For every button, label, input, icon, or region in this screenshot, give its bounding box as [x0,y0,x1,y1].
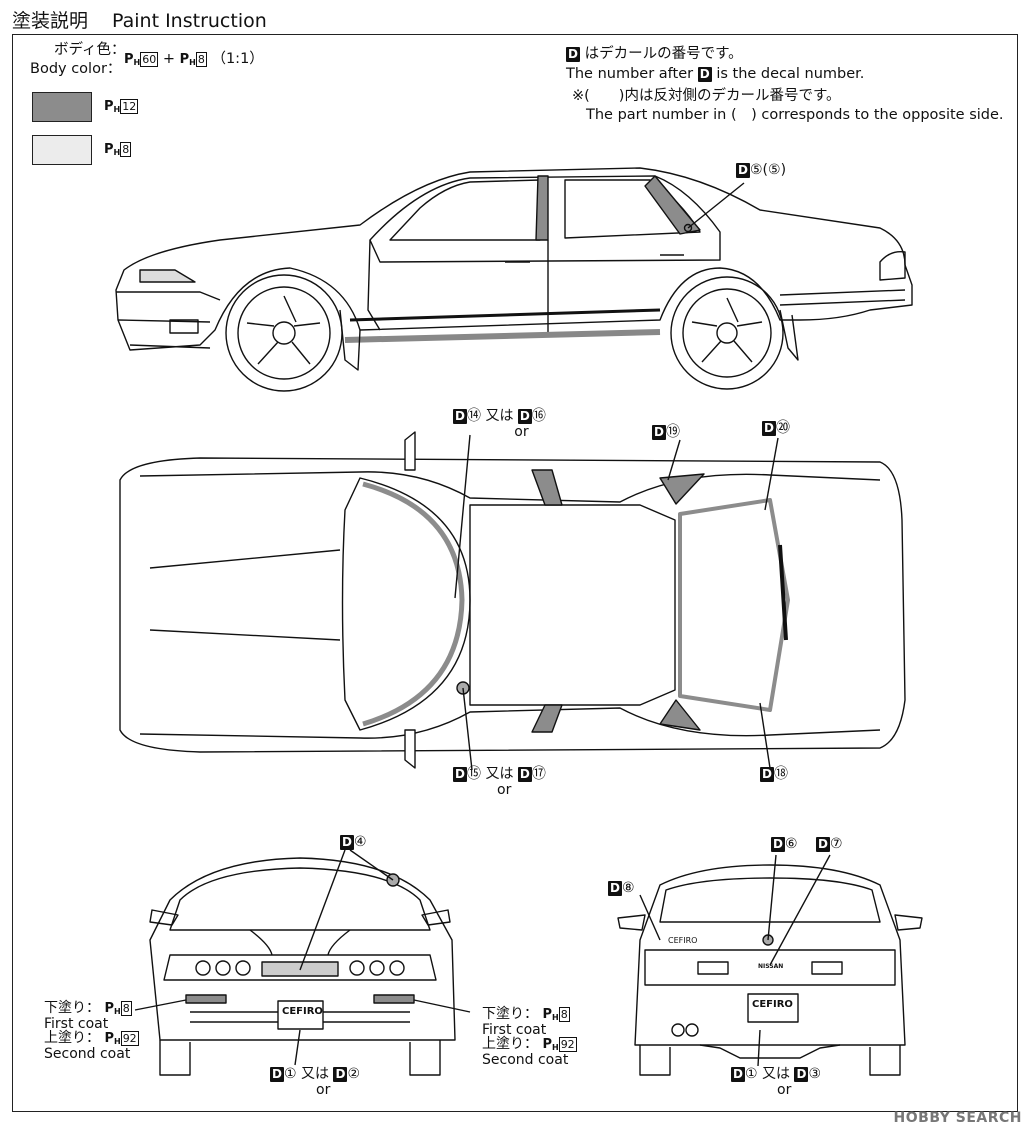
second-coat-right-en: Second coat [482,1052,569,1068]
note-line1-en: The number after D is the decal number. [566,66,865,82]
title-jp: 塗装説明 [12,10,89,32]
first-coat-left-en: First coat [44,1016,109,1032]
watermark: HOBBY SEARCH [893,1110,1022,1126]
body-color-code-a: 60 [140,51,159,67]
note-line2-jp: ※( )内は反対側のデカール番号です。 [572,88,841,104]
front-plate-text: CEFIRO [282,1006,323,1017]
note-line2-en: The part number in ( ) corresponds to th… [586,107,1004,123]
first-coat-right-en: First coat [482,1022,547,1038]
second-coat-left-en: Second coat [44,1046,131,1062]
swatch-dark-gray [32,92,92,122]
body-color-code-b: 8 [195,51,207,67]
body-color-label-en: Body color： [30,61,122,77]
trunk-badge-text: CEFIRO [668,936,698,945]
page-title: 塗装説明 Paint Instruction [12,6,267,33]
swatch-light-gray [32,135,92,165]
rear-plate-text: CEFIRO [752,999,793,1010]
body-color-label-jp: ボディ色： [54,42,126,58]
note-line1-jp: D はデカールの番号です。 [566,46,743,63]
title-en: Paint Instruction [112,10,267,32]
rear-brand-text: NISSAN [758,963,784,970]
diagram-frame [12,34,1018,1112]
front-view [134,849,471,1076]
body-color-ratio: （1:1） [211,51,264,67]
side-view [115,167,913,392]
top-view [119,431,906,771]
rear-view [617,854,923,1076]
